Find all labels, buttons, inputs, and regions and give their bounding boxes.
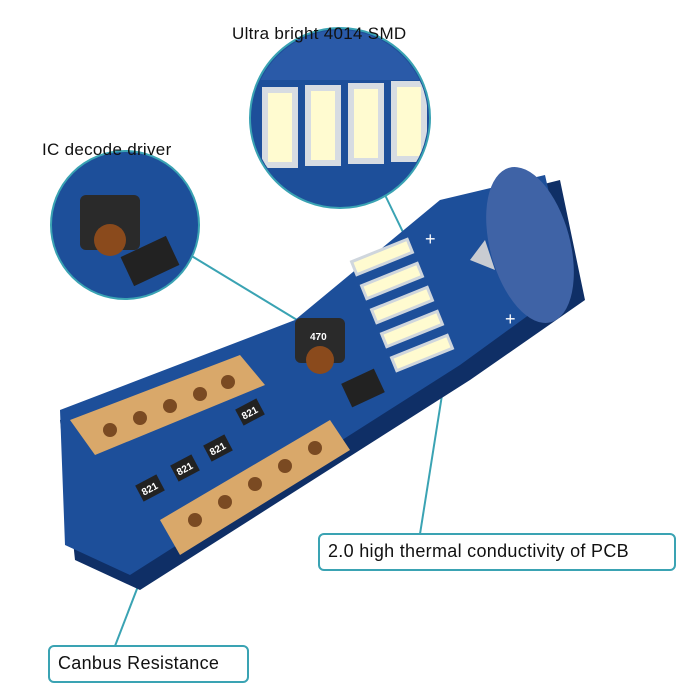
inductor-marking: 470 (310, 332, 327, 343)
svg-text:+: + (425, 229, 436, 249)
ic-label: IC decode driver (42, 140, 172, 159)
led-row (349, 237, 455, 373)
ic-zoom-circle (50, 150, 200, 300)
pcb-callout-box: 2.0 high thermal conductivity of PCB (318, 533, 676, 571)
canbus-callout-box: Canbus Resistance (48, 645, 249, 683)
svg-text:+: + (505, 309, 516, 329)
smd-zoom-circle (249, 27, 431, 209)
canbus-resistors: 821 821 821 821 (135, 398, 265, 502)
pcb-board: 821 821 821 821 470 + + (60, 167, 585, 590)
smd-label: Ultra bright 4014 SMD (232, 24, 407, 43)
ic-chip (341, 368, 385, 408)
end-cap (486, 167, 574, 323)
inductor: 470 (295, 318, 345, 374)
